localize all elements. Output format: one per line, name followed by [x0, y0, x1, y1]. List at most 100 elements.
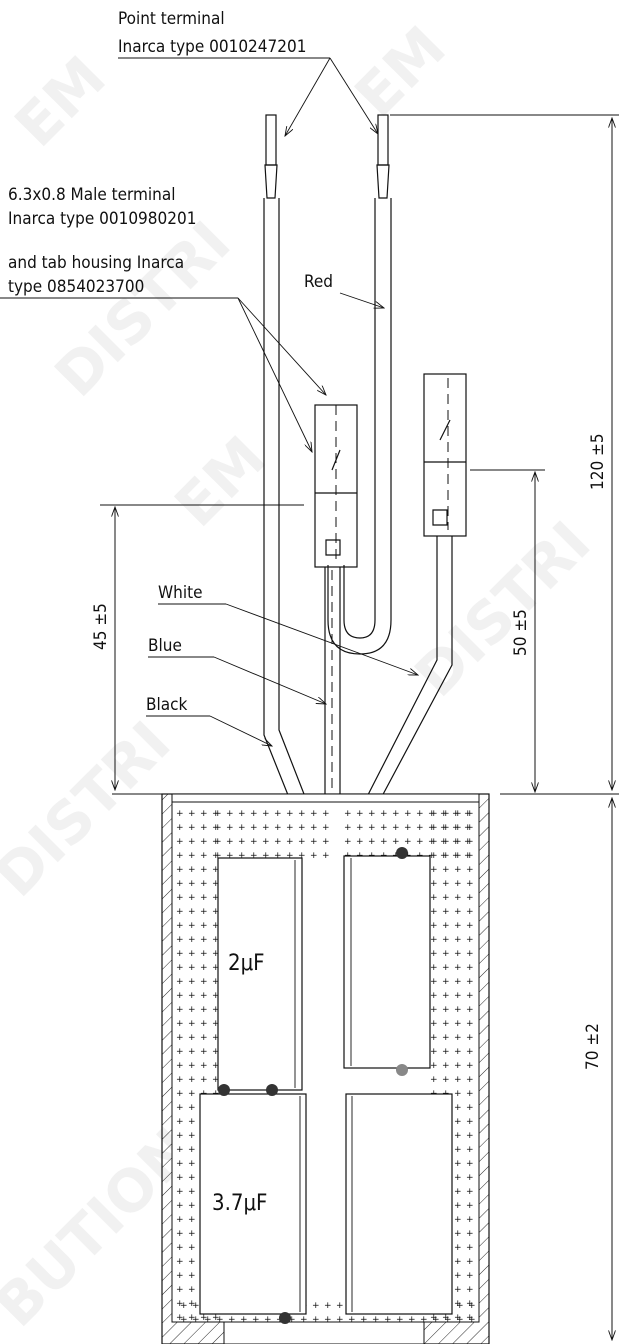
- red-wire-label: Red: [304, 272, 333, 292]
- potting-plus: +: [274, 851, 282, 861]
- potting-plus: +: [176, 991, 184, 1001]
- potting-plus: +: [200, 893, 208, 903]
- potting-plus: +: [188, 963, 196, 973]
- potting-plus: +: [430, 837, 438, 847]
- svg-text:EM: EM: [2, 43, 119, 160]
- potting-plus: +: [408, 1315, 416, 1325]
- potting-plus: +: [466, 935, 474, 945]
- potting-plus: +: [214, 823, 222, 833]
- potting-plus: +: [430, 977, 438, 987]
- potting-plus: +: [454, 1257, 462, 1267]
- potting-plus: +: [466, 1229, 474, 1239]
- potting-plus: +: [288, 1315, 296, 1325]
- potting-plus: +: [212, 823, 220, 833]
- potting-plus: +: [188, 1229, 196, 1239]
- potting-plus: +: [466, 921, 474, 931]
- potting-plus: +: [188, 1271, 196, 1281]
- potting-plus: +: [226, 809, 234, 819]
- potting-plus: +: [188, 1075, 196, 1085]
- potting-plus: +: [356, 837, 364, 847]
- potting-plus: +: [380, 809, 388, 819]
- potting-plus: +: [300, 1315, 308, 1325]
- dim-120-text: 120 ±5: [588, 433, 608, 490]
- potting-plus: +: [200, 1019, 208, 1029]
- potting-plus: +: [466, 851, 474, 861]
- potting-plus: +: [188, 1285, 196, 1295]
- capacitor-element-2uf: 2μF: [217, 857, 303, 1091]
- potting-plus: +: [442, 837, 450, 847]
- potting-plus: +: [188, 1103, 196, 1113]
- male-terminal-label: 6.3x0.8 Male terminal: [8, 185, 175, 205]
- potting-plus: +: [214, 837, 222, 847]
- potting-plus: +: [228, 1315, 236, 1325]
- potting-plus: +: [466, 1131, 474, 1141]
- potting-plus: +: [176, 1131, 184, 1141]
- potting-plus: +: [464, 823, 472, 833]
- potting-plus: +: [404, 823, 412, 833]
- leader-arrow: [329, 57, 378, 134]
- potting-plus: +: [176, 1271, 184, 1281]
- potting-plus: +: [336, 1301, 344, 1311]
- potting-plus: +: [430, 935, 438, 945]
- potting-plus: +: [454, 1159, 462, 1169]
- potting-plus: +: [212, 865, 220, 875]
- potting-plus: +: [200, 1033, 208, 1043]
- potting-plus: +: [188, 1215, 196, 1225]
- potting-plus: +: [212, 907, 220, 917]
- potting-plus: +: [466, 1047, 474, 1057]
- potting-plus: +: [238, 851, 246, 861]
- potting-plus: +: [466, 1285, 474, 1295]
- potting-plus: +: [396, 1315, 404, 1325]
- potting-plus: +: [384, 1315, 392, 1325]
- potting-plus: +: [454, 1201, 462, 1211]
- potting-plus: +: [188, 977, 196, 987]
- potting-plus: +: [188, 1089, 196, 1099]
- potting-plus: +: [212, 1019, 220, 1029]
- potting-plus: +: [176, 1229, 184, 1239]
- potting-plus: +: [238, 837, 246, 847]
- potting-plus: +: [322, 823, 330, 833]
- potting-plus: +: [188, 879, 196, 889]
- potting-plus: +: [466, 1005, 474, 1015]
- potting-plus: +: [262, 823, 270, 833]
- potting-plus: +: [176, 949, 184, 959]
- potting-plus: +: [180, 1301, 188, 1311]
- potting-plus: +: [466, 1117, 474, 1127]
- potting-plus: +: [212, 949, 220, 959]
- potting-plus: +: [454, 1089, 462, 1099]
- potting-plus: +: [454, 1019, 462, 1029]
- potting-plus: +: [430, 1313, 438, 1323]
- potting-plus: +: [440, 837, 448, 847]
- potting-plus: +: [188, 1145, 196, 1155]
- potting-plus: +: [466, 1257, 474, 1267]
- potting-plus: +: [286, 809, 294, 819]
- potting-plus: +: [176, 1033, 184, 1043]
- potting-plus: +: [444, 1315, 452, 1325]
- potting-plus: +: [298, 837, 306, 847]
- leader-arrow: [339, 292, 384, 308]
- potting-plus: +: [432, 1315, 440, 1325]
- potting-plus: +: [188, 1313, 196, 1323]
- potting-plus: +: [442, 963, 450, 973]
- potting-plus: +: [188, 823, 196, 833]
- potting-plus: +: [176, 1047, 184, 1057]
- potting-plus: +: [430, 1047, 438, 1057]
- potting-plus: +: [200, 949, 208, 959]
- potting-plus: +: [324, 1315, 332, 1325]
- potting-plus: +: [312, 1315, 320, 1325]
- svg-text:DISTRI: DISTRI: [0, 708, 184, 910]
- potting-plus: +: [442, 1313, 450, 1323]
- potting-plus: +: [466, 823, 474, 833]
- potting-plus: +: [226, 837, 234, 847]
- tab-housing-left: [314, 404, 358, 568]
- point-terminal-type: Inarca type 0010247201: [118, 37, 306, 57]
- potting-plus: +: [454, 893, 462, 903]
- potting-plus: +: [324, 1301, 332, 1311]
- potting-plus: +: [322, 809, 330, 819]
- potting-plus: +: [188, 837, 196, 847]
- potting-plus: +: [430, 963, 438, 973]
- potting-plus: +: [466, 1173, 474, 1183]
- potting-plus: +: [442, 949, 450, 959]
- potting-plus: +: [212, 935, 220, 945]
- white-wire-label: White: [158, 583, 202, 603]
